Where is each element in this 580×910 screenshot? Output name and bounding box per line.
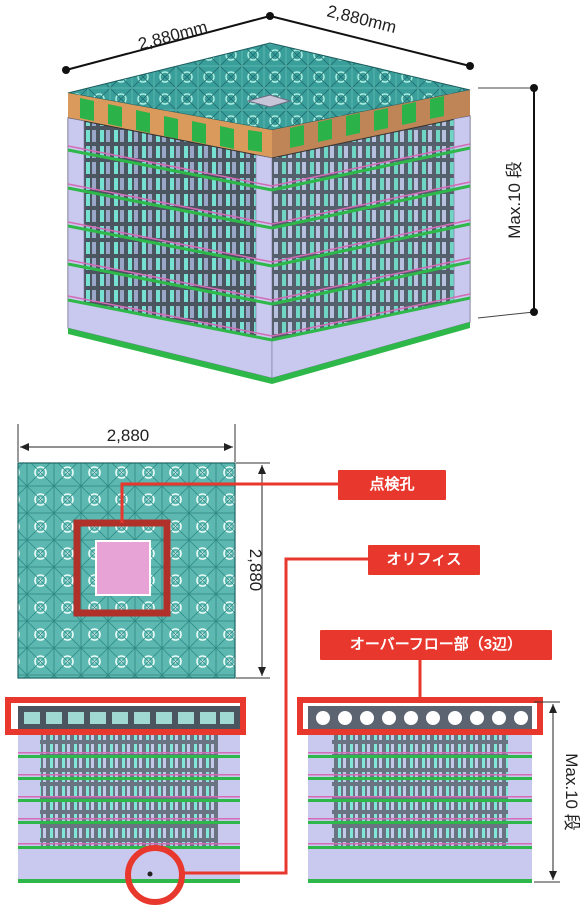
leader-orifice bbox=[182, 557, 368, 875]
iso-height-dimension: Max.10 段 bbox=[477, 84, 538, 319]
iso-right-tier-pink bbox=[271, 143, 471, 337]
callout-leaders bbox=[120, 482, 422, 875]
isometric-view: 2,880mm 2,880mm Max.10 段 bbox=[62, 1, 538, 384]
side-height-dimension: Max.10 段 bbox=[534, 701, 580, 883]
orifice-highlight bbox=[125, 845, 185, 905]
plan-width-label: 2,880 bbox=[107, 426, 150, 445]
iso-left-tier-pink bbox=[67, 145, 273, 337]
iso-base-right bbox=[272, 322, 470, 384]
iso-overflow-blocks bbox=[80, 96, 444, 152]
side-elev-overflow-openings bbox=[316, 711, 528, 725]
iso-base-left bbox=[68, 328, 272, 384]
plan-height-label: 2,880 bbox=[246, 549, 265, 592]
front-elev-overflow-openings bbox=[24, 712, 234, 724]
inspection-hole bbox=[95, 540, 151, 596]
front-elevation bbox=[5, 697, 246, 905]
orifice bbox=[147, 871, 153, 877]
plan-height-dimension: 2,880 bbox=[236, 462, 270, 679]
callout-orifice: オリフィス bbox=[368, 545, 480, 575]
iso-width-label-left: 2,880mm bbox=[136, 17, 209, 54]
side-elev-tier-bands bbox=[308, 755, 532, 883]
plan-view: 2,880 2,880 bbox=[17, 424, 270, 679]
side-elevation: Max.10 段 bbox=[297, 697, 580, 883]
iso-left-tier-bands bbox=[67, 148, 273, 342]
side-height-label: Max.10 段 bbox=[562, 753, 580, 830]
iso-left-frame bbox=[67, 117, 273, 379]
front-elev-tier-pink bbox=[18, 752, 240, 845]
side-elev-tier-pink bbox=[308, 752, 532, 845]
iso-inspection-hole bbox=[246, 94, 292, 108]
leader-inspection-hole bbox=[120, 482, 338, 523]
callout-inspection-hole: 点検孔 bbox=[338, 470, 446, 500]
plan-width-dimension: 2,880 bbox=[17, 424, 236, 462]
iso-right-tier-bands bbox=[271, 146, 471, 342]
callout-overflow: オーバーフロー部（3辺） bbox=[320, 630, 552, 660]
iso-height-label: Max.10 段 bbox=[505, 161, 524, 238]
front-overflow-highlight bbox=[5, 697, 246, 735]
